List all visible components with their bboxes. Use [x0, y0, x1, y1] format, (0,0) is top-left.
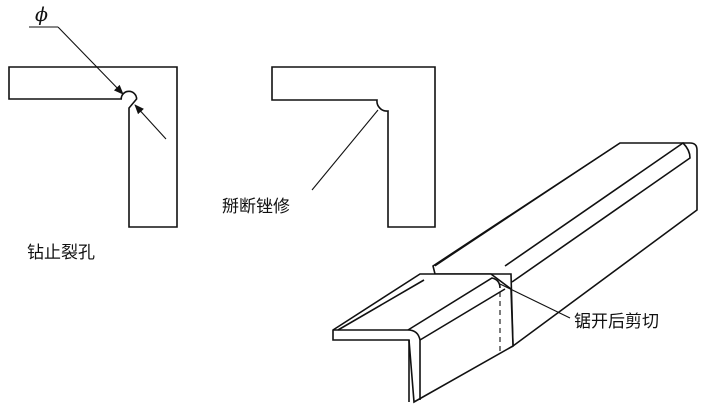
- filed-corner-leader: [311, 109, 379, 191]
- drill-hole-label: 钻止裂孔: [27, 243, 95, 263]
- angle-bar-figure: 锯开后剪切: [332, 141, 698, 404]
- drilled-stop-hole-figure: ϕ 钻止裂孔: [8, 4, 178, 263]
- snap-and-file-figure: 掰断锉修: [222, 66, 436, 228]
- saw-cut-leader: [499, 283, 571, 319]
- l-profile-with-hole: [8, 66, 178, 228]
- front-top-ridge: [337, 279, 425, 331]
- l-profile-filed-corner: [271, 66, 436, 228]
- back-bar-bend: [504, 141, 691, 283]
- front-bottom-edge: [419, 288, 506, 341]
- diameter-arrow: [134, 104, 167, 140]
- back-bar-edge-1: [434, 142, 621, 267]
- phi-symbol: ϕ: [35, 4, 48, 26]
- front-inner-bend: [407, 277, 501, 331]
- phi-leader: [57, 26, 124, 95]
- snap-file-label: 掰断锉修: [222, 197, 290, 217]
- saw-then-shear-label: 锯开后剪切: [574, 312, 659, 332]
